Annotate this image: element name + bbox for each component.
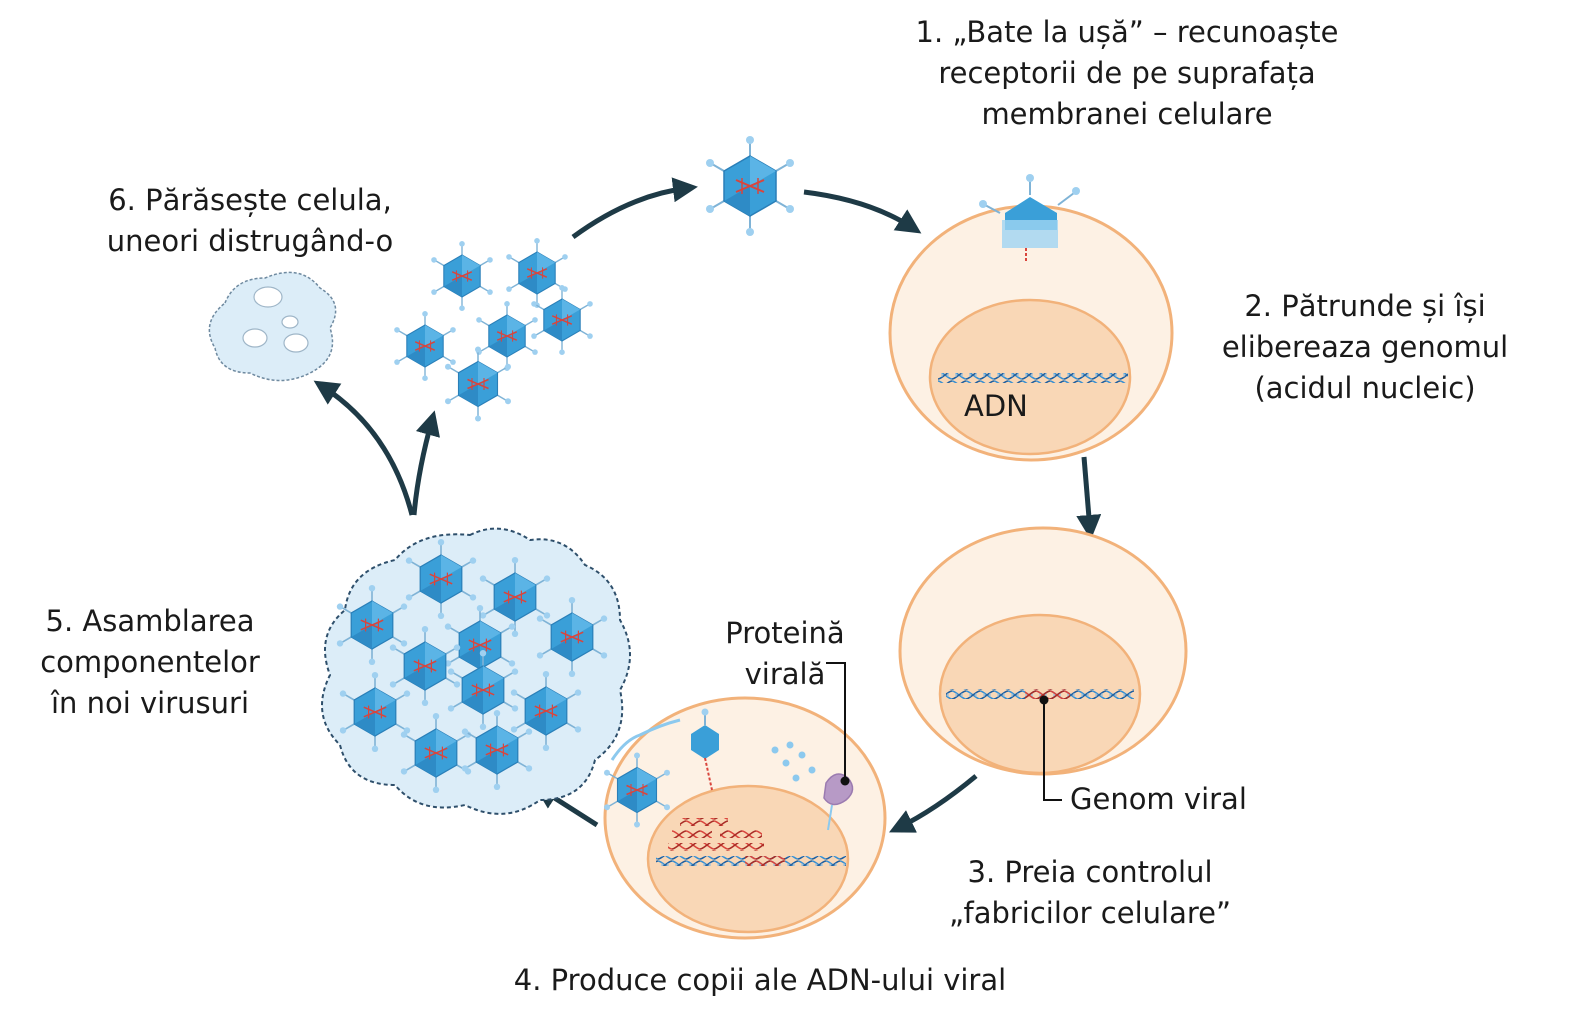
cell-stage-2 [888,204,1174,462]
destroyed-cell-icon [208,271,337,382]
proteina-virala-label: Proteină virală [710,613,860,695]
adn-label: ADN [964,389,1028,423]
step-3-line-2: „fabricilor celulare” [948,896,1232,930]
step-1-line-3: membranei celulare [981,97,1273,131]
step-4-label: 4. Produce copii ale ADN-ului viral [490,960,1030,1001]
step-3-label: 3. Preia controlul „fabricilor celulare” [930,852,1250,934]
arrow-3-to-4 [889,774,978,833]
genom-viral-label: Genom viral [1070,782,1247,816]
proteina-virala-line-1: Proteină [725,616,845,650]
arrow-5-to-6-right [411,410,440,516]
step-1-line-2: receptorii de pe suprafața [938,56,1316,90]
genom-viral-pointer [1039,695,1062,801]
virus-docking-icon [979,174,1080,262]
cell-stage-5 [321,527,631,815]
proteina-virala-line-2: virală [744,657,826,691]
cell-stage-3 [898,526,1188,776]
step-6-line-1: 6. Părăsește celula, [108,183,392,217]
released-viruses [393,237,594,423]
proteina-virala-pointer [826,662,850,786]
arrow-6-to-1 [571,177,698,240]
step-6-label: 6. Părăsește celula, uneori distrugând-o [95,180,405,262]
step-3-line-1: 3. Preia controlul [967,855,1213,889]
arrow-2-to-3 [1076,456,1102,540]
arrow-5-to-6-left [313,380,415,516]
step-2-line-1: 2. Pătrunde și își [1244,289,1486,323]
arrow-1-into-cell [803,189,922,234]
step-4-line-1: 4. Produce copii ale ADN-ului viral [513,963,1007,997]
step-6-line-2: uneori distrugând-o [106,224,394,258]
step-5-line-1: 5. Asamblarea [45,604,255,638]
step-5-label: 5. Asamblarea componentelor în noi virus… [30,601,270,724]
step-5-line-3: în noi virusuri [50,686,250,720]
step-2-line-3: (acidul nucleic) [1254,371,1476,405]
step-2-line-2: elibereaza genomul [1221,330,1509,364]
step-5-line-2: componentelor [40,645,260,679]
step-1-line-1: 1. „Bate la ușă” – recunoaște [915,15,1339,49]
incoming-virus [705,135,795,237]
step-2-label: 2. Pătrunde și își elibereaza genomul (a… [1200,286,1530,409]
step-1-label: 1. „Bate la ușă” – recunoaște receptorii… [912,12,1342,135]
cell-stage-4 [603,696,887,940]
